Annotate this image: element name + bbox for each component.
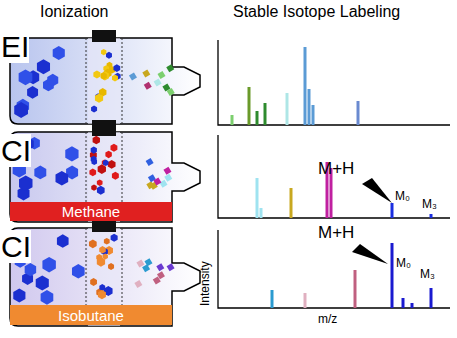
method-label: CI bbox=[1, 134, 31, 167]
peak bbox=[248, 87, 251, 125]
column-heading: Ionization bbox=[40, 3, 109, 21]
column-heading: Stable Isotope Labeling bbox=[233, 3, 400, 21]
peak-label: M₀ bbox=[395, 190, 410, 203]
peak bbox=[264, 103, 267, 125]
axis-label: m/z bbox=[318, 313, 337, 326]
peak-label: M+H bbox=[318, 160, 354, 179]
peak bbox=[391, 243, 394, 308]
peak bbox=[430, 288, 433, 308]
ion-source bbox=[10, 220, 200, 326]
mass-spectrum bbox=[218, 135, 450, 218]
peak bbox=[391, 203, 394, 218]
peak bbox=[286, 93, 289, 125]
peak-label: M₀ bbox=[396, 257, 411, 270]
peak bbox=[231, 115, 234, 125]
pointer-arrow bbox=[362, 178, 392, 203]
gas-label: Isobutane bbox=[58, 307, 124, 324]
peak bbox=[430, 214, 433, 218]
method-label: EI bbox=[1, 30, 29, 63]
peak bbox=[256, 111, 259, 125]
peak bbox=[411, 303, 414, 308]
peak bbox=[312, 105, 315, 125]
peak bbox=[357, 101, 360, 125]
peak bbox=[304, 293, 307, 308]
method-label: CI bbox=[1, 230, 31, 263]
peak bbox=[304, 47, 307, 125]
gas-label: Methane bbox=[62, 203, 120, 220]
ion-source bbox=[10, 30, 200, 132]
gas-band: Isobutane bbox=[10, 305, 172, 325]
gas-band: Methane bbox=[10, 202, 172, 221]
peak-label: M+H bbox=[318, 224, 354, 243]
peak bbox=[256, 178, 259, 218]
peak-label: M₃ bbox=[420, 268, 435, 281]
peak bbox=[260, 208, 263, 218]
pointer-arrow bbox=[352, 244, 388, 264]
peak bbox=[271, 290, 274, 308]
peak bbox=[402, 298, 405, 308]
peak bbox=[354, 270, 357, 308]
ion-source bbox=[10, 124, 200, 222]
peak bbox=[290, 188, 293, 218]
mass-spectrum bbox=[218, 40, 450, 125]
axis-label: Intensity bbox=[199, 261, 212, 306]
peak bbox=[308, 89, 311, 125]
peak-label: M₃ bbox=[422, 198, 437, 211]
